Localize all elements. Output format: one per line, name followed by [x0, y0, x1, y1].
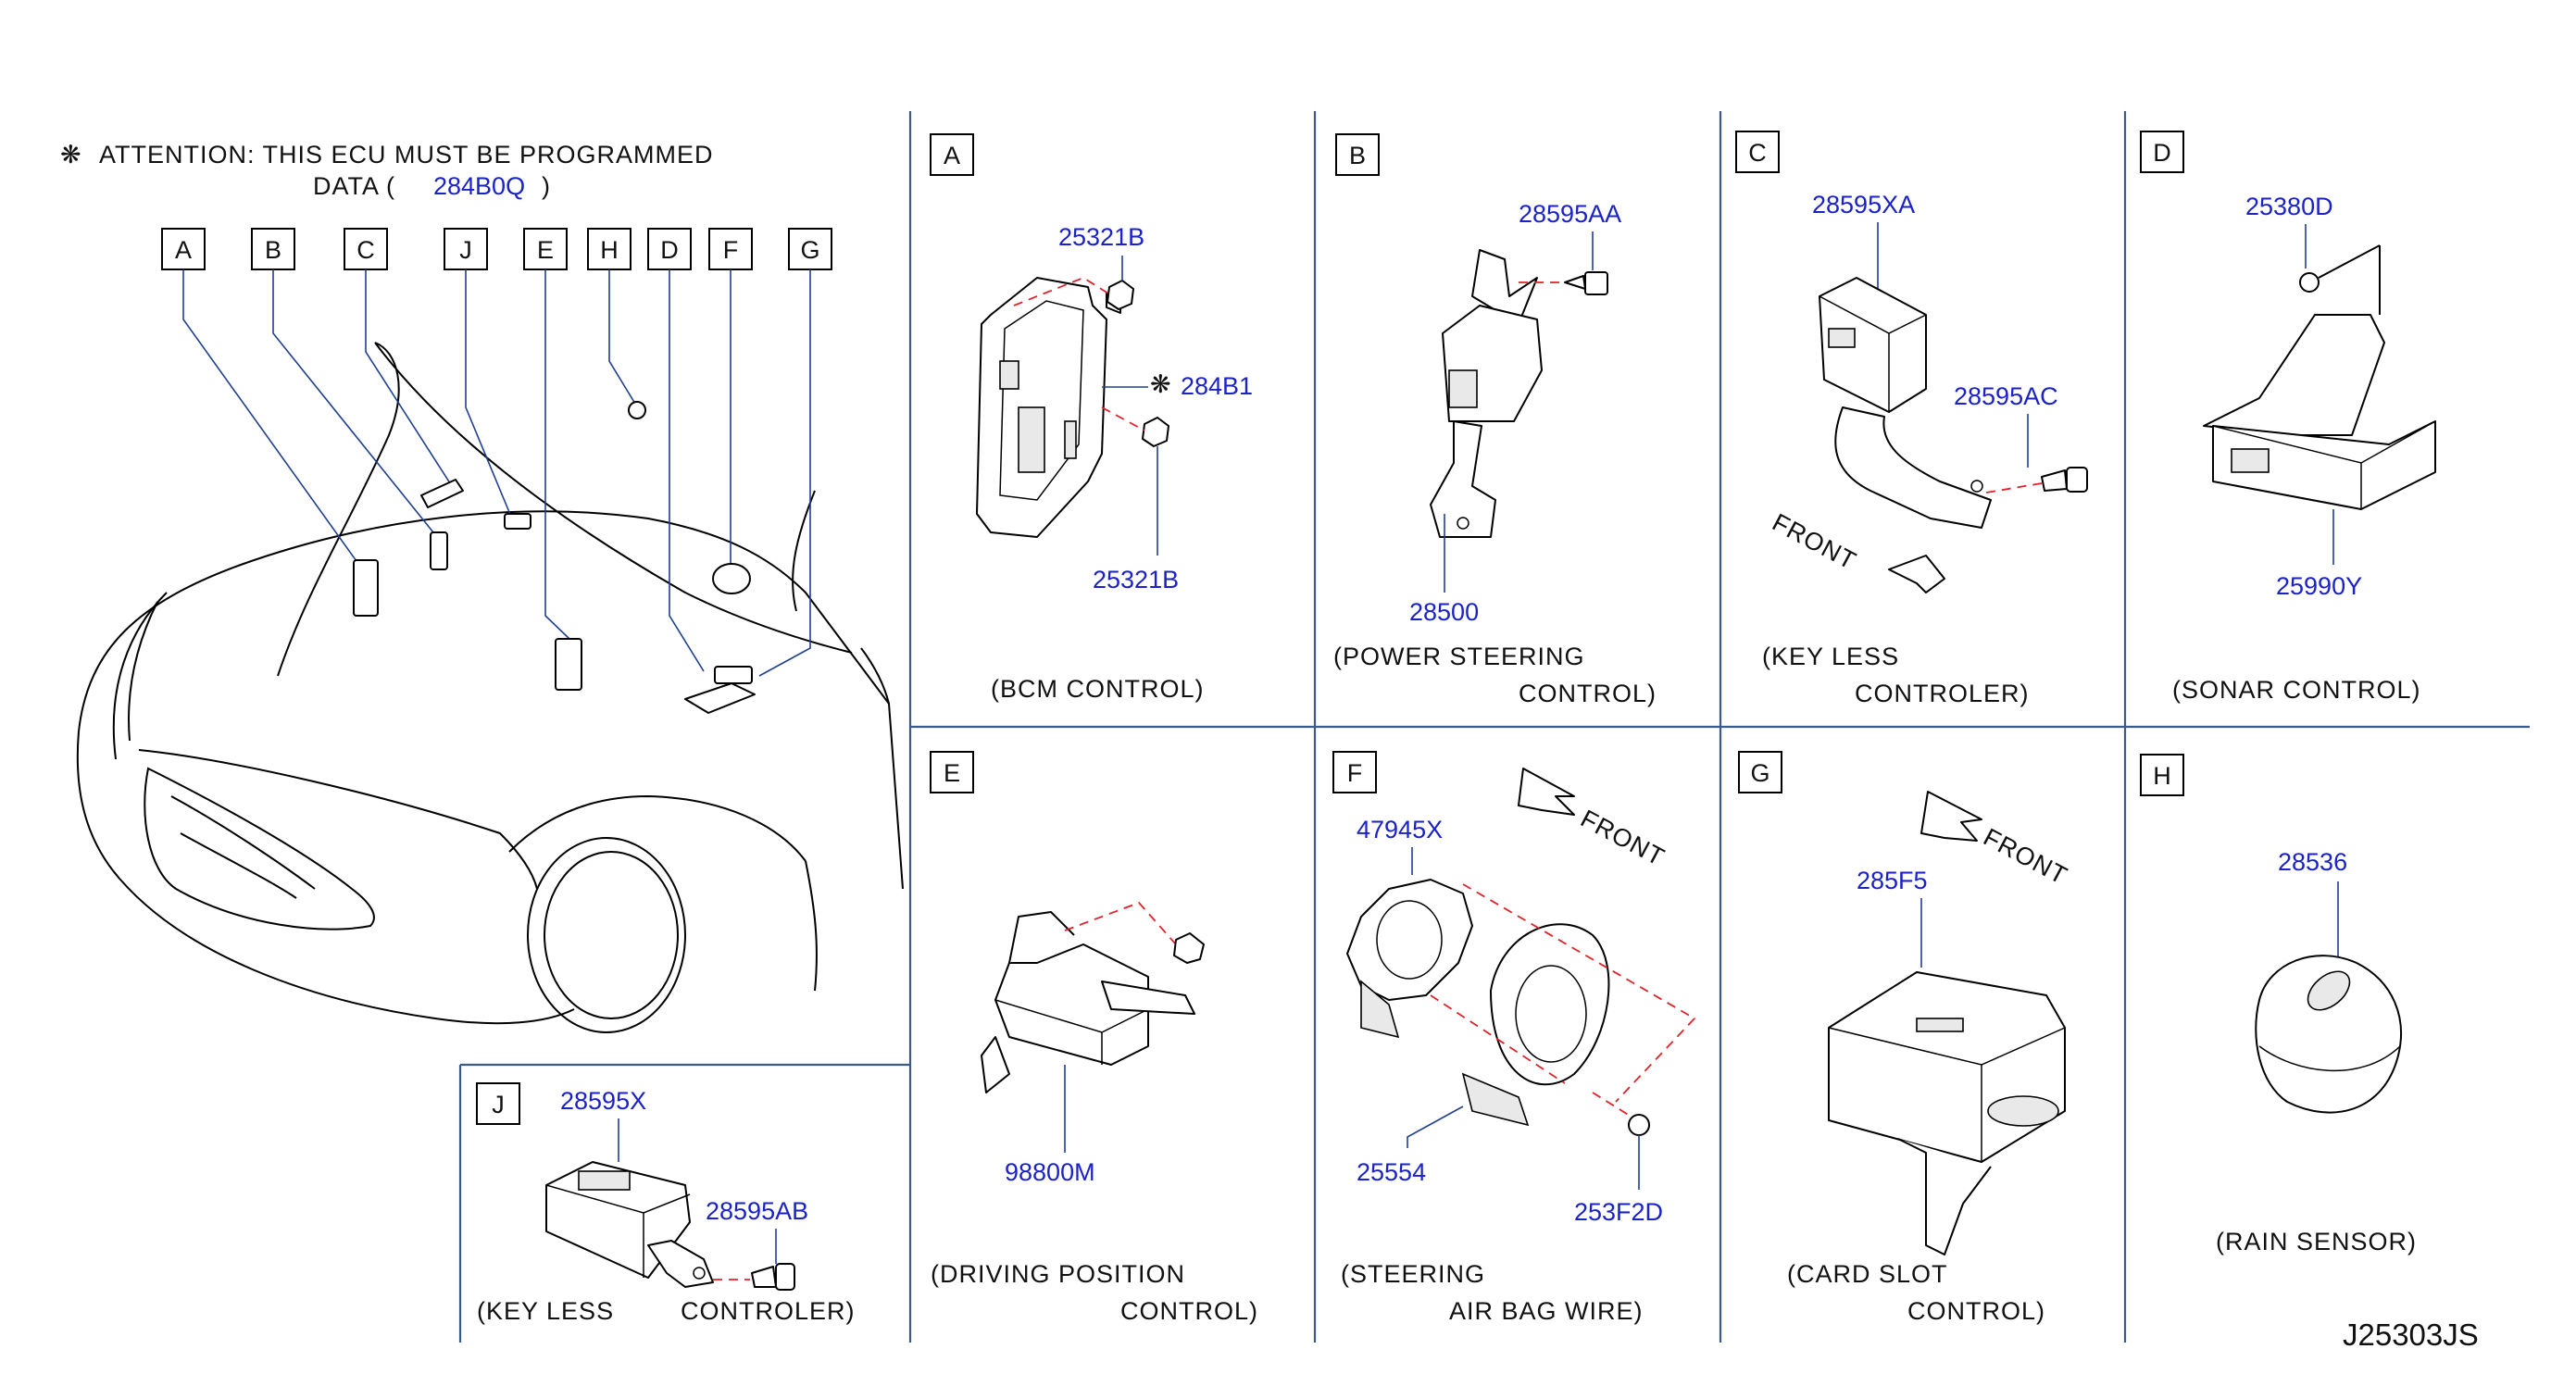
part-28595ab: 28595AB — [706, 1197, 808, 1225]
panel-g-caption2: CONTROL) — [1907, 1297, 2045, 1325]
panel-h-caption: (RAIN SENSOR) — [2216, 1228, 2417, 1255]
panel-g-caption1: (CARD SLOT — [1787, 1260, 1948, 1288]
part-28500: 28500 — [1409, 598, 1479, 626]
locator-leaders — [182, 269, 811, 677]
part-25321b-bottom: 25321B — [1093, 566, 1179, 593]
svg-text:H: H — [600, 236, 619, 264]
part-25990y: 25990Y — [2276, 572, 2362, 600]
front-arrow-g — [1920, 791, 1982, 842]
locator-labels: A B C J E H D F G — [161, 228, 832, 270]
part-28595x: 28595X — [560, 1087, 646, 1115]
panel-a-caption: (BCM CONTROL) — [991, 675, 1205, 703]
front-arrow-f — [1518, 768, 1575, 816]
part-25380d: 25380D — [2245, 193, 2333, 220]
panel-d-caption: (SONAR CONTROL) — [2172, 676, 2421, 704]
marker-h — [628, 401, 646, 419]
locator-label-e: E — [523, 228, 568, 270]
attention-data-close: ) — [542, 172, 551, 200]
panel-f-caption2: AIR BAG WIRE) — [1449, 1297, 1644, 1325]
svg-text:F: F — [1347, 759, 1363, 787]
panel-c-caption1: (KEY LESS — [1762, 643, 1899, 670]
car-outline — [76, 342, 904, 1033]
svg-text:E: E — [537, 236, 554, 264]
panel-a-bcm: A 25321B ❋ 284B1 25321B (BCM CONTROL) — [930, 133, 1253, 703]
svg-text:B: B — [265, 236, 281, 264]
svg-text:F: F — [723, 236, 739, 264]
attention-data-label: DATA ( — [313, 172, 395, 200]
part-28595ac: 28595AC — [1954, 382, 2058, 410]
svg-text:D: D — [660, 236, 679, 264]
svg-text:B: B — [1349, 142, 1366, 169]
svg-text:J: J — [492, 1091, 505, 1118]
part-28595xa: 28595XA — [1812, 191, 1915, 219]
marker-g — [714, 666, 753, 684]
panel-b-power-steering: B 28595AA 28500 (POWER STEERING CONTROL) — [1333, 133, 1657, 707]
diagram-code: J25303JS — [2343, 1318, 2479, 1352]
car-part-markers — [353, 401, 756, 714]
panel-f-caption1: (STEERING — [1341, 1260, 1485, 1288]
marker-d — [684, 682, 756, 714]
svg-text:H: H — [2153, 762, 2171, 790]
panel-e-caption1: (DRIVING POSITION — [931, 1260, 1185, 1288]
part-25321b-top: 25321B — [1058, 223, 1144, 251]
panel-c-caption2: CONTROLER) — [1855, 680, 2030, 707]
panel-g-card-slot: G FRONT 285F5 (CARD SLOT CONTROL) — [1738, 751, 2072, 1325]
panel-f-front-label: FRONT — [1576, 805, 1669, 871]
part-47945x: 47945X — [1357, 816, 1443, 843]
locator-label-d: D — [647, 228, 692, 270]
panel-d-sonar: D 25380D 25990Y (SONAR CONTROL) — [2140, 131, 2436, 704]
svg-text:E: E — [944, 759, 960, 787]
part-28536: 28536 — [2278, 848, 2347, 876]
panel-grid — [458, 111, 2530, 1343]
locator-label-b: B — [251, 228, 295, 270]
marker-j — [504, 513, 531, 530]
marker-e — [555, 638, 582, 691]
panel-g-front-label: FRONT — [1979, 823, 2072, 890]
svg-text:G: G — [1750, 759, 1769, 787]
locator-label-a: A — [161, 228, 206, 270]
locator-label-c: C — [344, 228, 388, 270]
locator-label-f: F — [708, 228, 753, 270]
attention-data-code: 284B0Q — [433, 172, 525, 200]
attention-symbol: ❋ — [60, 141, 82, 169]
locator-label-h: H — [587, 228, 631, 270]
locator-label-j: J — [444, 228, 488, 270]
part-98800m: 98800M — [1005, 1158, 1095, 1186]
panel-c-keyless: C 28595XA 28595AC FRONT (KEY LESS CONTRO… — [1735, 131, 2088, 707]
part-284b1: 284B1 — [1181, 372, 1253, 400]
svg-text:C: C — [356, 236, 375, 264]
panel-e-driving-position: E 98800M (DRIVING POSITION CONTROL) — [930, 751, 1258, 1325]
panel-f-airbag-wire: F FRONT 47945X 253F2D 25554 (STEERING AI… — [1332, 751, 1696, 1325]
attention-line1: ATTENTION: THIS ECU MUST BE PROGRAMMED — [99, 141, 714, 169]
svg-text:C: C — [1748, 139, 1767, 167]
panel-b-caption2: CONTROL) — [1519, 680, 1657, 707]
svg-text:A: A — [944, 142, 960, 169]
panel-b-caption1: (POWER STEERING — [1333, 643, 1585, 670]
part-25554: 25554 — [1357, 1158, 1426, 1186]
marker-b — [430, 531, 448, 570]
panel-e-caption2: CONTROL) — [1120, 1297, 1258, 1325]
part-285f5: 285F5 — [1857, 867, 1928, 894]
panel-j-caption2: CONTROLER) — [681, 1297, 856, 1325]
panel-c-front-label: FRONT — [1768, 508, 1861, 575]
bcm-symbol: ❋ — [1150, 370, 1172, 398]
marker-c — [420, 479, 464, 508]
svg-text:G: G — [800, 236, 819, 264]
panel-h-rain-sensor: H 28536 (RAIN SENSOR) — [2140, 754, 2417, 1255]
panel-j-keyless: J 28595X 28595AB (KEY LESS CONTROLER) — [476, 1082, 856, 1325]
part-28595aa: 28595AA — [1519, 200, 1621, 228]
svg-text:D: D — [2153, 139, 2171, 167]
marker-a-bcm — [353, 559, 379, 617]
part-253f2d: 253F2D — [1574, 1198, 1663, 1226]
locator-label-g: G — [788, 228, 832, 270]
svg-text:J: J — [459, 236, 472, 264]
attention-note: ❋ ATTENTION: THIS ECU MUST BE PROGRAMMED… — [60, 141, 714, 200]
panel-j-caption1: (KEY LESS — [477, 1297, 614, 1325]
marker-f — [712, 563, 751, 594]
svg-text:A: A — [175, 236, 192, 264]
